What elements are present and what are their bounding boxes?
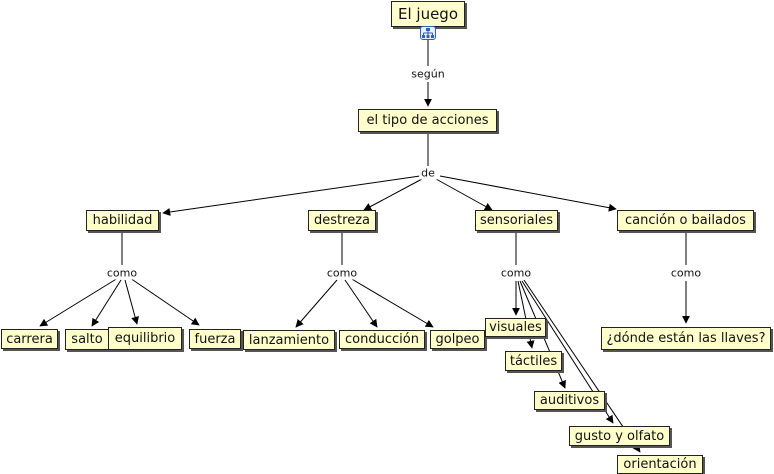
concept-conduccion[interactable]: conducción: [339, 330, 425, 349]
concept-orientacion[interactable]: orientación: [617, 455, 703, 474]
arrow-como-conduccion: [344, 279, 378, 328]
arrow-como-lanzamiento: [295, 279, 338, 328]
arrow-de-sensoriales: [435, 178, 493, 211]
hierarchy-icon: [422, 28, 434, 38]
arrow-como-equilibrio: [124, 279, 139, 325]
arrow-de-cancion: [439, 175, 617, 212]
link-label-segun: según: [409, 67, 447, 81]
concept-tipo-acciones[interactable]: el tipo de acciones: [358, 109, 497, 132]
concept-golpeo[interactable]: golpeo: [430, 330, 485, 349]
concept-map-icon[interactable]: [420, 26, 436, 40]
arrow-como-salto: [91, 279, 122, 327]
link-label-como-habilidad: como: [104, 266, 140, 280]
concept-sensoriales[interactable]: sensoriales: [475, 210, 558, 231]
concept-destreza[interactable]: destreza: [308, 210, 376, 231]
concept-lanzamiento[interactable]: lanzamiento: [243, 330, 335, 350]
concept-root[interactable]: El juego: [391, 1, 465, 27]
concept-donde-llaves[interactable]: ¿dónde están las llaves?: [601, 327, 771, 350]
arrow-como-carrera: [39, 277, 119, 327]
link-label-como-cancion: como: [668, 266, 704, 280]
concept-visuales[interactable]: visuales: [485, 318, 546, 337]
link-label-de: de: [419, 166, 437, 180]
arrow-como-orientacion: [523, 279, 641, 453]
concept-equilibrio[interactable]: equilibrio: [108, 327, 182, 350]
arrow-como-golpeo: [349, 277, 434, 328]
arrow-de-habilidad: [162, 175, 421, 216]
arrow-de-destreza: [363, 178, 423, 211]
concept-cancion-bailados[interactable]: canción o bailados: [617, 210, 754, 231]
concept-tactiles[interactable]: táctiles: [505, 351, 562, 371]
concept-carrera[interactable]: carrera: [1, 329, 58, 349]
link-label-como-sensoriales: como: [498, 266, 534, 280]
arrow-como-fuerza: [129, 277, 200, 326]
link-label-como-destreza: como: [324, 266, 360, 280]
concept-salto[interactable]: salto: [65, 329, 109, 350]
concept-habilidad[interactable]: habilidad: [86, 210, 159, 231]
concept-gusto-olfato[interactable]: gusto y olfato: [569, 426, 670, 446]
concept-fuerza[interactable]: fuerza: [189, 329, 241, 349]
arrow-como-tactiles: [517, 280, 535, 349]
concept-auditivos[interactable]: auditivos: [534, 391, 605, 410]
